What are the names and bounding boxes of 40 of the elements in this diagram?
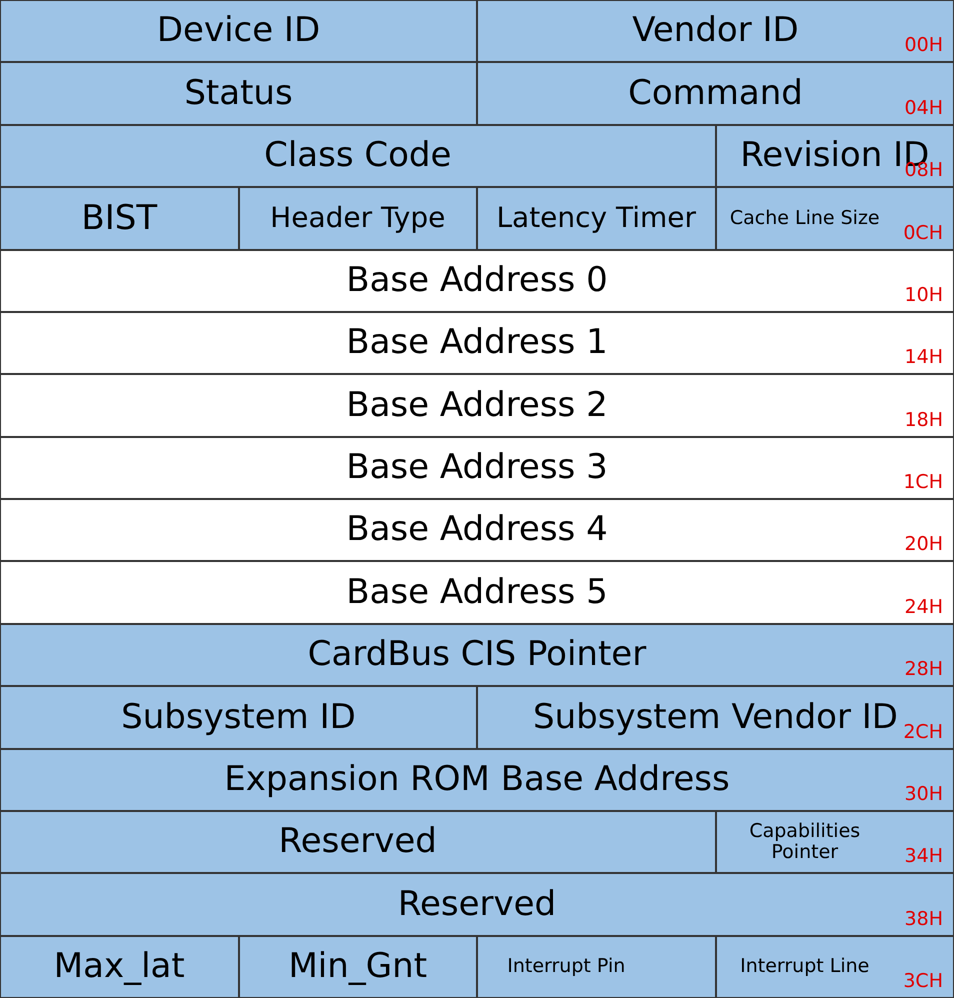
register-field: Interrupt Pin xyxy=(477,936,716,998)
offset-label: 2CH xyxy=(903,722,943,742)
register-field: Expansion ROM Base Address 30H xyxy=(0,748,954,811)
offset-label: 18H xyxy=(904,410,943,430)
register-field: Command 04H xyxy=(477,62,954,125)
register-field: Header Type xyxy=(238,187,477,250)
register-field: Base Address 1 14H xyxy=(0,312,954,374)
offset-label: 34H xyxy=(904,847,943,866)
register-field: Max_lat xyxy=(0,936,238,998)
register-field: Base Address 5 24H xyxy=(0,561,954,624)
register-field: Capabilities Pointer 34H xyxy=(716,810,954,874)
register-field: Base Address 3 1CH xyxy=(0,436,954,499)
register-field: Cache Line Size 0CH xyxy=(716,187,954,250)
register-field: BIST xyxy=(0,187,238,250)
offset-label: 0CH xyxy=(903,224,943,242)
register-field: Base Address 0 10H xyxy=(0,250,954,312)
offset-label: 20H xyxy=(904,535,943,554)
offset-label: 00H xyxy=(904,36,943,56)
register-field: Base Address 2 18H xyxy=(0,374,954,437)
offset-label: 3CH xyxy=(903,972,943,991)
register-field: Interrupt Line 3CH xyxy=(716,936,954,998)
register-field: Reserved xyxy=(0,810,716,874)
register-field: Min_Gnt xyxy=(238,936,477,998)
offset-label: 38H xyxy=(904,910,943,929)
register-field: Status xyxy=(0,62,477,125)
offset-label: 10H xyxy=(904,286,943,305)
register-field: Device ID xyxy=(0,0,477,62)
register-field: CardBus CIS Pointer 28H xyxy=(0,624,954,686)
offset-label: 24H xyxy=(904,598,943,617)
register-field: Latency Timer xyxy=(477,187,716,250)
offset-label: 1CH xyxy=(903,473,943,492)
offset-label: 04H xyxy=(904,98,943,118)
offset-label: 30H xyxy=(904,784,943,804)
register-field: Class Code xyxy=(0,124,716,188)
register-field: Reserved 38H xyxy=(0,873,954,936)
offset-label: 14H xyxy=(904,348,943,368)
register-field: Base Address 4 20H xyxy=(0,499,954,562)
offset-label: 28H xyxy=(904,660,943,680)
register-field: Subsystem ID xyxy=(0,686,477,748)
register-field: Vendor ID 00H xyxy=(477,0,954,62)
